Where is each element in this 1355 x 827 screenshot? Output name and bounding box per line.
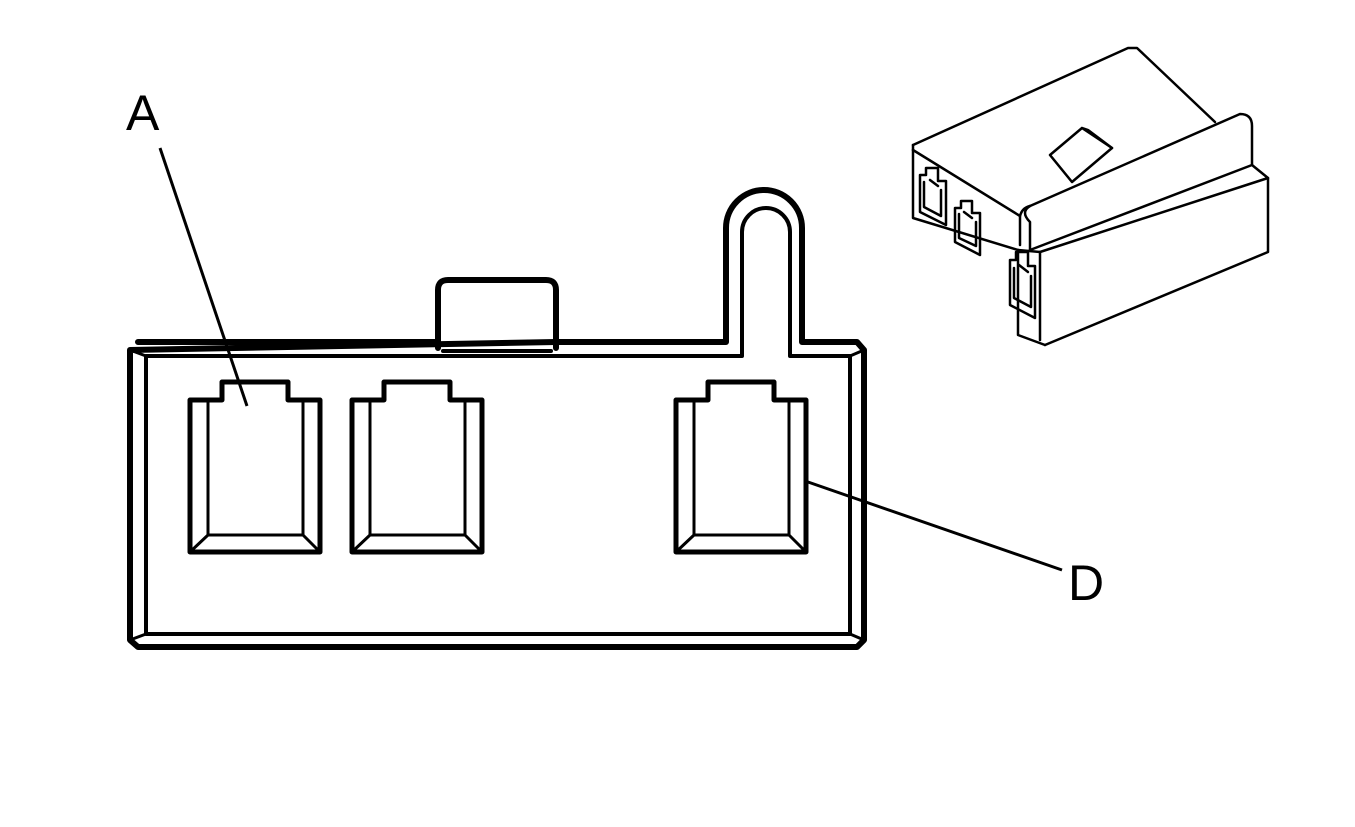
top-lock-tab	[435, 277, 559, 351]
iso-cavity-b	[953, 199, 982, 257]
terminal-cavity-a	[187, 379, 323, 555]
iso-cavity-a	[918, 166, 948, 227]
iso-body-front	[911, 148, 1020, 252]
housing-outline	[127, 187, 867, 650]
terminal-cavity-d	[673, 379, 809, 555]
leader-line-a	[158, 147, 249, 407]
callout-leaders	[158, 147, 1063, 572]
callout-label-d: D	[1068, 555, 1104, 611]
connector-face-view	[127, 187, 867, 650]
leader-line-d	[807, 480, 1063, 572]
housing-bevels	[128, 348, 866, 642]
iso-body-top	[911, 46, 1217, 147]
connector-isometric-view	[911, 46, 1270, 347]
iso-cavity-d	[1008, 250, 1037, 320]
housing-inner-outline	[144, 206, 852, 636]
iso-ridge	[1018, 112, 1254, 247]
callout-label-a: A	[126, 85, 160, 141]
terminal-cavity-b	[349, 379, 485, 555]
